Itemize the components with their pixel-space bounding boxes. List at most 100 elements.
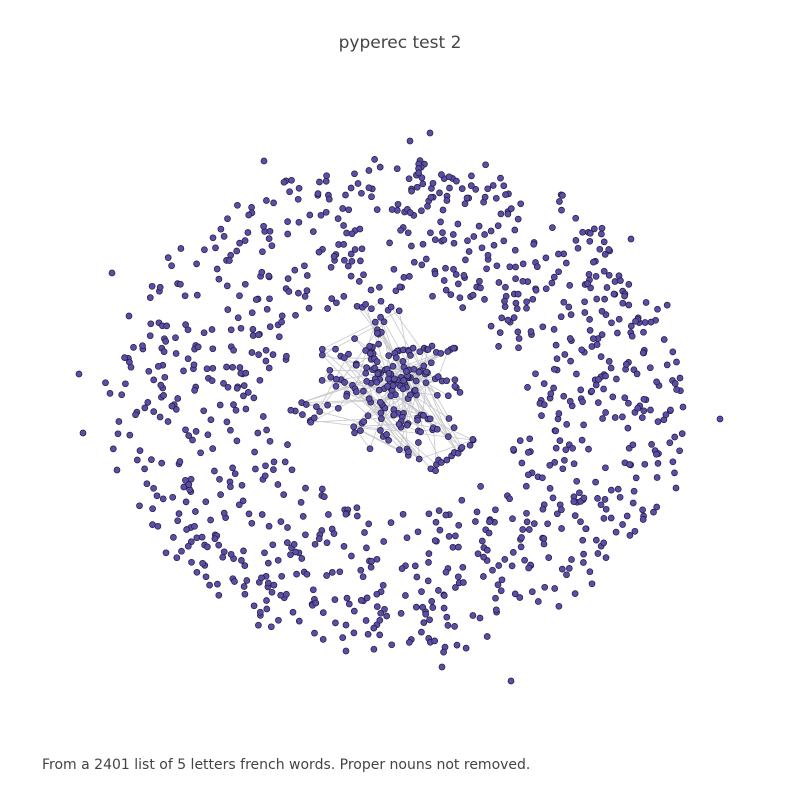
graph-node[interactable]	[509, 515, 516, 523]
graph-node[interactable]	[627, 235, 635, 243]
graph-node[interactable]	[576, 489, 583, 497]
graph-node[interactable]	[241, 562, 249, 569]
graph-node[interactable]	[220, 509, 228, 517]
graph-node[interactable]	[437, 218, 444, 226]
graph-node[interactable]	[625, 301, 633, 309]
graph-node[interactable]	[518, 459, 526, 467]
graph-node[interactable]	[360, 387, 367, 395]
graph-node[interactable]	[565, 303, 573, 311]
graph-node[interactable]	[572, 214, 580, 222]
graph-node[interactable]	[442, 568, 450, 576]
graph-node[interactable]	[402, 592, 409, 599]
graph-node[interactable]	[558, 525, 565, 532]
graph-node[interactable]	[285, 288, 293, 295]
graph-node[interactable]	[560, 392, 568, 400]
graph-node[interactable]	[295, 184, 303, 192]
graph-node[interactable]	[127, 363, 135, 371]
graph-node[interactable]	[554, 415, 562, 423]
graph-node[interactable]	[370, 645, 378, 653]
graph-node[interactable]	[403, 421, 411, 429]
graph-node[interactable]	[473, 508, 481, 516]
graph-node[interactable]	[283, 352, 290, 360]
graph-node[interactable]	[550, 326, 558, 333]
graph-node[interactable]	[373, 590, 381, 598]
graph-node[interactable]	[278, 318, 285, 326]
graph-node[interactable]	[213, 265, 221, 273]
graph-node[interactable]	[388, 206, 396, 213]
graph-node[interactable]	[419, 603, 427, 611]
graph-node[interactable]	[417, 428, 424, 436]
graph-node[interactable]	[647, 318, 655, 326]
graph-node[interactable]	[363, 378, 371, 385]
graph-node[interactable]	[284, 230, 292, 238]
graph-node[interactable]	[561, 456, 568, 464]
graph-node[interactable]	[295, 289, 302, 297]
graph-node[interactable]	[549, 494, 557, 502]
graph-node[interactable]	[492, 506, 499, 514]
graph-node[interactable]	[492, 594, 499, 602]
graph-node[interactable]	[180, 367, 187, 375]
graph-node[interactable]	[340, 241, 348, 248]
graph-node[interactable]	[425, 550, 433, 557]
graph-node[interactable]	[79, 429, 87, 437]
graph-node[interactable]	[431, 637, 439, 645]
graph-node[interactable]	[266, 227, 274, 235]
graph-node[interactable]	[291, 266, 299, 274]
graph-node[interactable]	[301, 293, 309, 300]
graph-node[interactable]	[336, 568, 344, 576]
graph-node[interactable]	[451, 376, 459, 384]
graph-node[interactable]	[605, 358, 613, 365]
graph-node[interactable]	[342, 621, 350, 629]
graph-node[interactable]	[181, 292, 189, 300]
graph-node[interactable]	[425, 559, 432, 566]
graph-node[interactable]	[452, 271, 460, 278]
graph-node[interactable]	[634, 404, 642, 412]
graph-node[interactable]	[592, 381, 600, 389]
graph-node[interactable]	[716, 415, 724, 423]
graph-node[interactable]	[347, 184, 355, 192]
graph-node[interactable]	[230, 401, 237, 408]
graph-node[interactable]	[435, 587, 442, 594]
graph-node[interactable]	[472, 518, 479, 525]
graph-node[interactable]	[619, 299, 627, 307]
graph-node[interactable]	[470, 233, 478, 240]
graph-node[interactable]	[555, 602, 563, 610]
graph-node[interactable]	[425, 510, 433, 518]
graph-node[interactable]	[602, 372, 609, 380]
graph-node[interactable]	[561, 351, 569, 358]
graph-node[interactable]	[193, 260, 200, 268]
graph-node[interactable]	[459, 563, 467, 571]
graph-node[interactable]	[602, 554, 610, 561]
graph-node[interactable]	[679, 403, 687, 411]
graph-node[interactable]	[528, 588, 536, 596]
graph-node[interactable]	[357, 427, 364, 434]
graph-node[interactable]	[258, 511, 266, 518]
graph-node[interactable]	[512, 263, 519, 271]
graph-node[interactable]	[170, 534, 177, 541]
graph-node[interactable]	[376, 398, 384, 406]
graph-node[interactable]	[317, 211, 325, 219]
graph-node[interactable]	[516, 594, 524, 601]
graph-node[interactable]	[236, 292, 243, 300]
graph-node[interactable]	[629, 441, 637, 449]
graph-node[interactable]	[377, 609, 385, 617]
graph-node[interactable]	[265, 522, 273, 530]
graph-node[interactable]	[311, 629, 318, 637]
graph-node[interactable]	[438, 663, 446, 671]
graph-node[interactable]	[671, 433, 679, 441]
graph-node[interactable]	[598, 230, 605, 238]
graph-node[interactable]	[209, 345, 217, 353]
graph-node[interactable]	[102, 379, 109, 387]
graph-node[interactable]	[188, 558, 195, 566]
graph-node[interactable]	[653, 450, 660, 458]
graph-node[interactable]	[487, 227, 495, 235]
graph-node[interactable]	[580, 421, 587, 429]
graph-node[interactable]	[673, 358, 680, 366]
graph-node[interactable]	[207, 516, 214, 524]
graph-node[interactable]	[449, 231, 457, 238]
graph-node[interactable]	[130, 344, 137, 351]
graph-node[interactable]	[347, 272, 355, 280]
graph-node[interactable]	[418, 174, 426, 182]
graph-node[interactable]	[373, 378, 381, 386]
graph-node[interactable]	[614, 485, 622, 493]
